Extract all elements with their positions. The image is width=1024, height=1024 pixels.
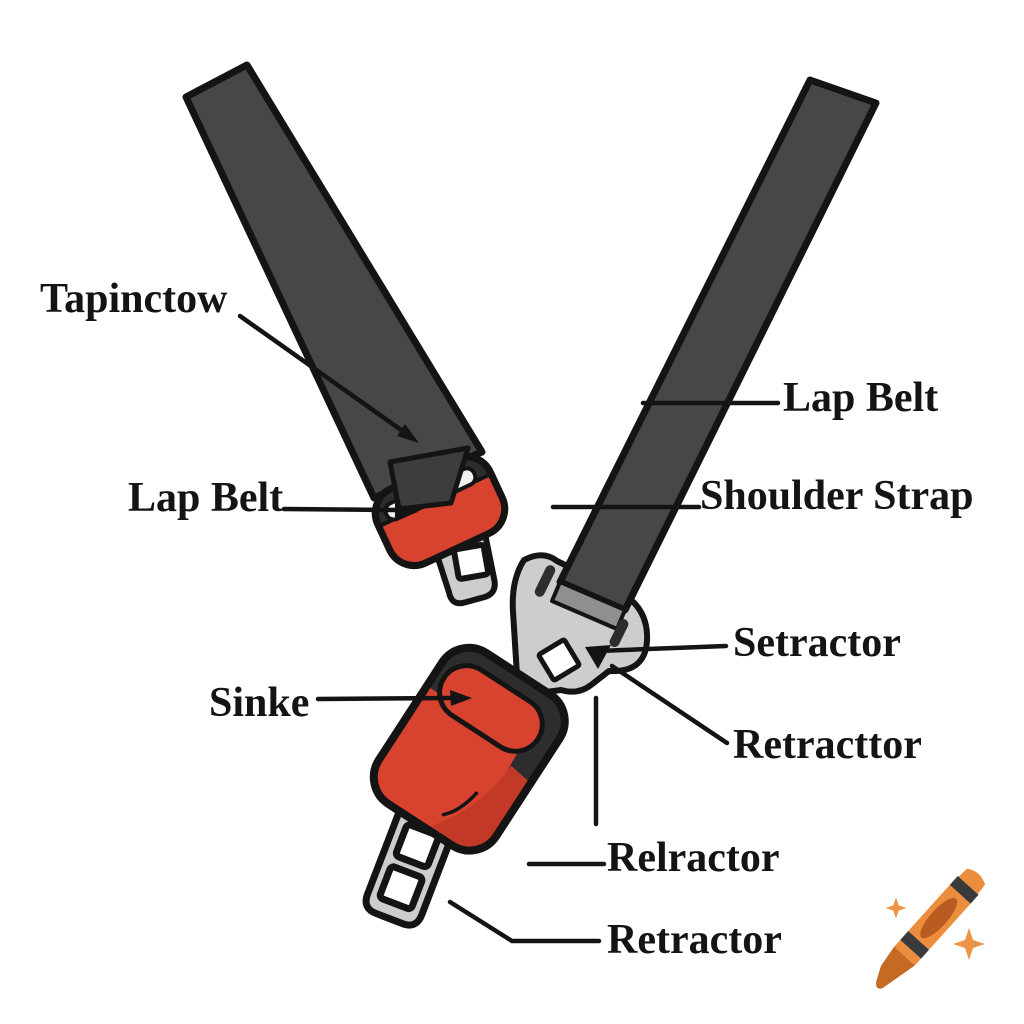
leader-retracttor [609, 663, 730, 746]
buckle-slot-opening [437, 663, 545, 754]
label-retractor: Retractor [607, 917, 782, 963]
buckle-red-band [376, 473, 514, 575]
sparkle-icon [953, 928, 985, 960]
leader-retractor [447, 899, 602, 944]
latch-plate-slot-marks [534, 565, 629, 647]
leader-lines [237, 313, 781, 944]
buckle-crease [441, 791, 479, 817]
right-strap [556, 76, 880, 614]
label-lap-belt-right: Lap Belt [783, 375, 939, 421]
left-tongue-hole [451, 541, 492, 582]
arrowhead-tapinctow [397, 424, 419, 443]
leader-sinke [315, 695, 453, 702]
left-strap [182, 61, 486, 502]
leader-lap-belt-left [281, 506, 401, 513]
leader-setractor [595, 643, 729, 654]
arrowhead-lap-belt-left [395, 503, 418, 520]
arrowhead-latch-plate [585, 645, 611, 669]
leader-tapinctow [237, 313, 407, 435]
crayon-emoji [876, 868, 986, 989]
latch-plate-hole [536, 637, 582, 683]
label-lap-belt-left: Lap Belt [128, 475, 284, 521]
arrowhead-sinke [450, 690, 472, 706]
label-relractor: Relractor [607, 835, 780, 881]
bottom-tongue-hole-2 [376, 863, 426, 913]
label-shoulder-strap: Shoulder Strap [700, 473, 974, 519]
label-tapinctow: Tapinctow [40, 276, 228, 322]
sparkle-icon [885, 897, 907, 919]
label-sinke: Sinke [209, 680, 310, 726]
label-setractor: Setractor [733, 620, 901, 666]
label-retracttor: Retracttor [733, 722, 922, 768]
left-strap-end [387, 445, 471, 512]
